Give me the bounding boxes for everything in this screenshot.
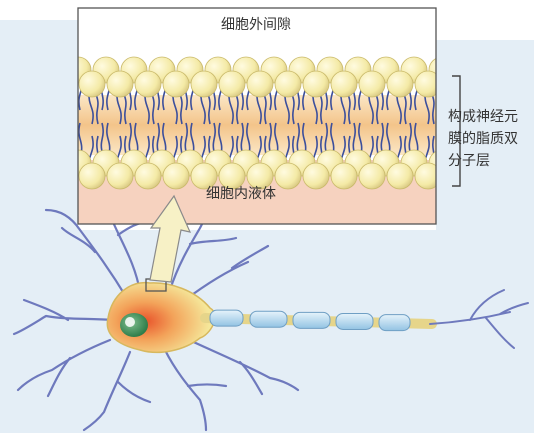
extracellular-label: 细胞外间隙 [221,17,291,33]
lipid-head [78,70,106,98]
myelin-segment [292,311,331,329]
axon-terminals [429,289,529,349]
lipid-head [302,70,330,98]
lipid-head [386,162,414,190]
lipid-heads [78,56,436,190]
lipid-head [190,70,218,98]
membrane-panel [78,8,436,224]
lipid-head [358,70,386,98]
lipid-head [330,162,358,190]
lipid-head [414,162,436,190]
lipid-head [358,162,386,190]
lipid-head [246,162,274,190]
lipid-head [134,70,162,98]
bilayer-label-line: 构成神经元 [448,109,518,125]
lipid-head [274,70,302,98]
myelin-segment [249,310,288,328]
lipid-head [106,70,134,98]
bilayer-label-line: 分子层 [448,153,490,169]
bilayer-bracket [452,75,461,187]
bilayer-label: 构成神经元 膜的脂质双 分子层 [448,106,528,172]
myelin-segment [378,314,411,332]
bilayer-label-line: 膜的脂质双 [448,131,518,147]
lipid-head [78,162,106,190]
panel-border [77,7,437,225]
up-arrow-icon [149,194,192,283]
myelin-segment [209,309,244,327]
lipid-head [218,162,246,190]
lipid-head [302,162,330,190]
lipid-head [162,162,190,190]
lipid-head [190,162,218,190]
lipid-head [274,162,302,190]
lipid-head [330,70,358,98]
lipid-head [162,70,190,98]
nucleolus [125,317,135,327]
lipid-head [246,70,274,98]
myelin-sheath [209,309,411,332]
lipid-head [106,162,134,190]
lipid-head [134,162,162,190]
lipid-head [414,70,436,98]
lipid-head [218,70,246,98]
myelin-segment [335,312,374,330]
intracellular-label: 细胞内液体 [206,186,276,202]
lipid-head [386,70,414,98]
